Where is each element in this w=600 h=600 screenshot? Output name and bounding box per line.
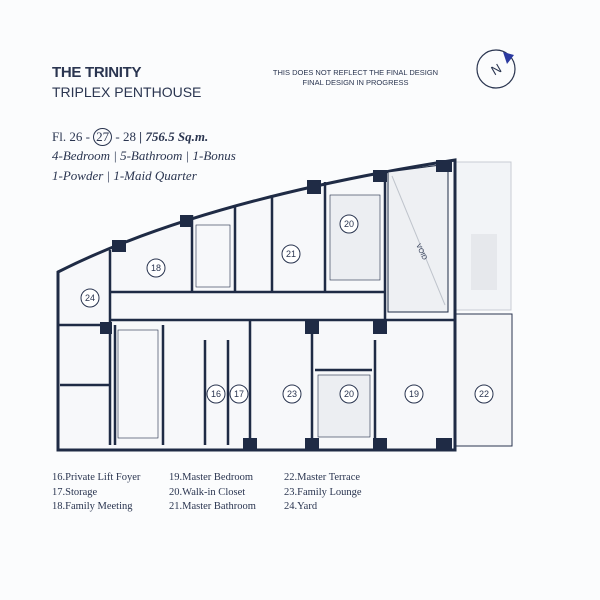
extra-rooms: 1-Powder | 1-Maid Quarter [52, 168, 197, 183]
legend-item: 21.Master Bathroom [169, 501, 256, 512]
room-tag-16: 16 [206, 384, 226, 404]
disclaimer-line-1: THIS DOES NOT REFLECT THE FINAL DESIGN [272, 68, 439, 77]
room-tag-23: 23 [282, 384, 302, 404]
svg-text:16: 16 [211, 389, 221, 399]
legend-column-2: 19.Master Bedroom 20.Walk-in Closet 21.M… [169, 471, 256, 515]
master-terrace [454, 313, 513, 447]
north-arrow-icon: N [476, 49, 516, 89]
room-tag-20b: 20 [339, 384, 359, 404]
svg-text:17: 17 [234, 389, 244, 399]
svg-text:20: 20 [344, 219, 354, 229]
floor-suffix: - 28 [115, 129, 137, 144]
room-tag-19: 19 [404, 384, 424, 404]
room-counts: 4-Bedroom | 5-Bathroom | 1-Bonus [52, 148, 236, 163]
room-tag-20a: 20 [339, 214, 359, 234]
room-tag-17: 17 [229, 384, 249, 404]
svg-text:18: 18 [151, 263, 161, 273]
interior-walls [58, 172, 455, 445]
legend-column-3: 22.Master Terrace 23.Family Lounge 24.Ya… [284, 471, 362, 515]
legend-column-1: 16.Private Lift Foyer 17.Storage 18.Fami… [52, 471, 140, 515]
structural-columns [100, 160, 452, 450]
legend-item: 20.Walk-in Closet [169, 486, 246, 498]
current-floor: 27 [93, 128, 113, 146]
svg-text:23: 23 [287, 389, 297, 399]
area: | 756.5 Sq.m. [139, 129, 209, 144]
svg-text:21: 21 [286, 249, 296, 259]
svg-text:20: 20 [344, 389, 354, 399]
floor-area-line: Fl. 26 - 27 - 28 | 756.5 Sq.m. [52, 128, 208, 146]
legend-item: 24.Yard [284, 501, 318, 512]
legend-item: 17.Storage [52, 486, 98, 498]
room-tag-21: 21 [281, 244, 301, 264]
room-tag-18: 18 [146, 258, 166, 278]
project-title: THE TRINITY [52, 64, 142, 81]
room-tags: 18 24 21 20 16 17 23 20 19 22 [80, 214, 494, 404]
disclaimer-line-2: FINAL DESIGN IN PROGRESS [302, 78, 409, 87]
legend-item: 23.Family Lounge [284, 486, 362, 498]
unit-type: TRIPLEX PENTHOUSE [52, 84, 202, 100]
svg-text:22: 22 [479, 389, 489, 399]
disclaimer: THIS DOES NOT REFLECT THE FINAL DESIGN F… [268, 68, 443, 88]
skylight [471, 234, 497, 290]
svg-text:19: 19 [409, 389, 419, 399]
floor-prefix: Fl. 26 - [52, 129, 90, 144]
stairs [117, 194, 381, 439]
legend-item: 18.Family Meeting [52, 501, 133, 512]
svg-text:24: 24 [85, 293, 95, 303]
north-label: N [488, 61, 504, 79]
room-tag-22: 22 [474, 384, 494, 404]
legend-item: 22.Master Terrace [284, 472, 361, 483]
legend-item: 19.Master Bedroom [169, 472, 253, 483]
legend-item: 16.Private Lift Foyer [52, 472, 141, 483]
room-tag-24: 24 [80, 288, 100, 308]
